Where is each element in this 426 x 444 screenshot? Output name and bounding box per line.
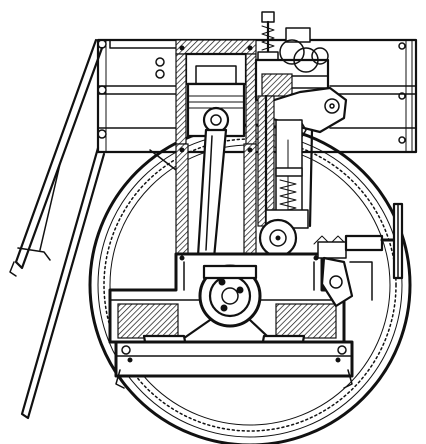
valve-spring-assembly [254, 11, 330, 102]
crank-handle [344, 202, 404, 301]
cylinder-head [175, 39, 257, 145]
piston [202, 106, 230, 134]
base-plate [114, 340, 354, 389]
camshaft-gear [258, 218, 298, 258]
bolt-details [127, 45, 341, 363]
crankshaft-hub [198, 264, 262, 328]
left-support-frame [9, 38, 106, 420]
upper-frame [96, 38, 418, 171]
